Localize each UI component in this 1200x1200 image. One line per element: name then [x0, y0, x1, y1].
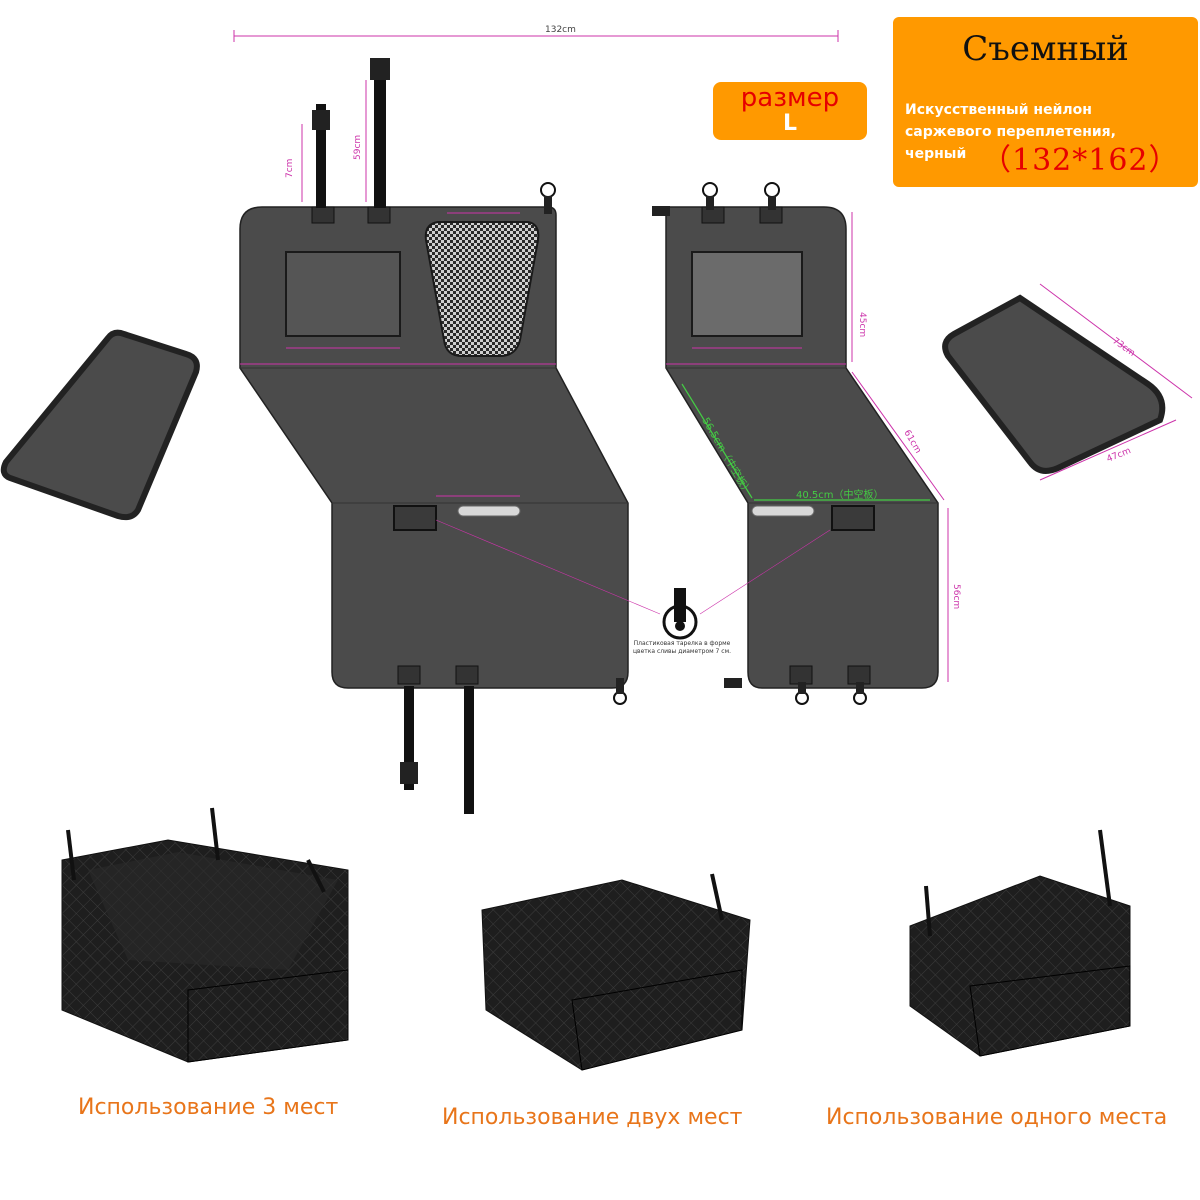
dim-405-label: 40.5cm（中空板） [796, 488, 884, 501]
left-bottom-straps [400, 686, 474, 814]
product-three-seat-image [61, 807, 349, 1063]
dim-strap-59-label: 59cm [353, 135, 363, 160]
dim-61-label: 61cm [901, 429, 922, 456]
dim-73-label: 73cm [1110, 336, 1136, 359]
right-side-dimensions: 45cm 61cm 56cm [851, 212, 961, 682]
product-two-seat-image [481, 873, 751, 1071]
zipper-slot [457, 505, 521, 517]
left-pocket [393, 505, 437, 531]
caption-three-seats: Использование 3 мест [78, 1095, 339, 1120]
left-top-straps: 7cm 59cm [285, 58, 390, 208]
left-panel [239, 206, 629, 689]
technical-diagram: 132cm 7cm 59cm [0, 25, 1193, 814]
left-seat-pad [0, 329, 200, 521]
desc-line-3: черный [905, 146, 967, 162]
size-badge-value: L [782, 111, 798, 136]
hook-note: Пластиковая тарелка в форме цветка сливы… [632, 640, 732, 655]
size-badge: размер L [713, 82, 867, 140]
desc-line-2: саржевого переплетения, [905, 124, 1116, 140]
caption-two-seats: Использование двух мест [442, 1105, 743, 1130]
d-ring-icon-right [652, 182, 867, 705]
dim-strap-7-label: 7cm [285, 159, 295, 178]
flower-hook-icon [435, 519, 831, 640]
info-badge-description: Искусственный нейлон саржевого переплете… [905, 99, 1195, 165]
left-window [285, 251, 401, 337]
caption-one-seat: Использование одного места [826, 1105, 1168, 1130]
size-badge-label: размер [740, 83, 840, 113]
zipper-slot-right [751, 505, 815, 517]
dim-56-label: 56cm [951, 584, 961, 609]
info-badge: Съемный Искусственный нейлон саржевого п… [893, 17, 1198, 187]
dim-132-label: 132cm [545, 25, 576, 35]
right-window [691, 251, 803, 337]
right-pocket [831, 505, 875, 531]
dimension-total-width: 132cm [233, 25, 839, 42]
info-badge-dimensions: （132*162） [981, 143, 1180, 178]
dim-45-label: 45cm [857, 312, 867, 337]
desc-line-1: Искусственный нейлон [905, 102, 1092, 118]
d-ring-icon [540, 182, 627, 705]
mesh-window-icon [424, 221, 540, 357]
product-one-seat-image [909, 829, 1131, 1057]
right-panel: 56.5cm（中空板） 40.5cm（中空板） [665, 206, 939, 689]
right-seat-pad: 73cm 47cm [942, 283, 1193, 481]
info-badge-title: Съемный [962, 29, 1129, 69]
